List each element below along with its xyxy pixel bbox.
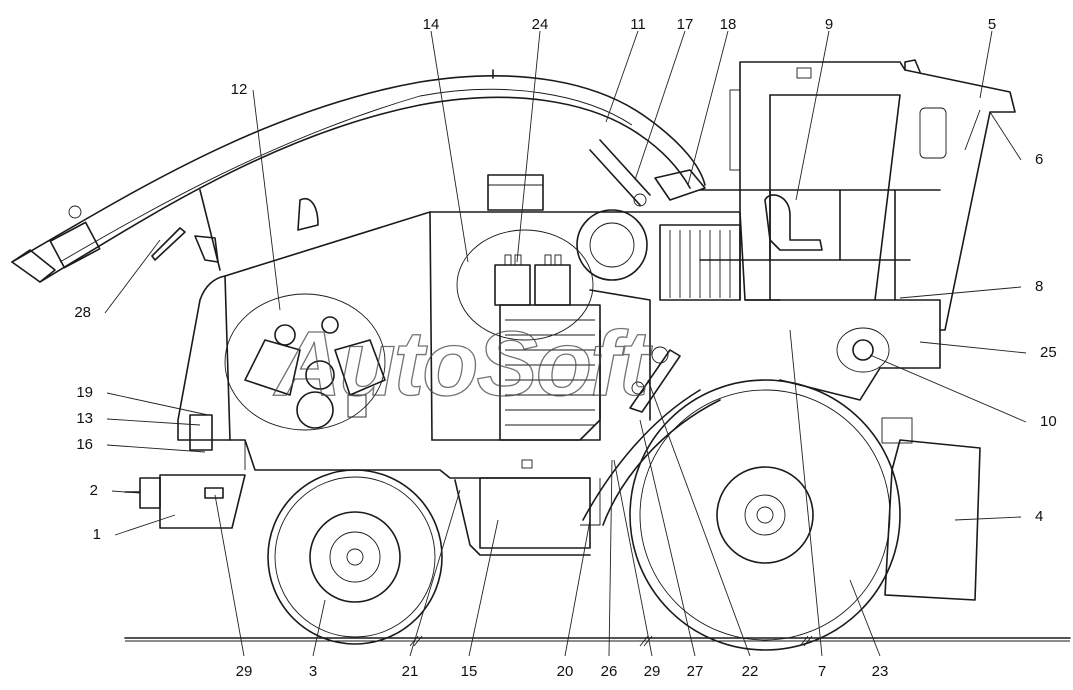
callout-label-c27: 27 — [687, 663, 704, 680]
leader-line-c25 — [919, 341, 1027, 354]
callout-label-c23: 23 — [872, 663, 889, 680]
leader-line-c6 — [989, 111, 1022, 161]
leader-line-c22 — [647, 379, 751, 657]
leader-line-c17 — [634, 30, 686, 181]
callout-label-c15: 15 — [461, 663, 478, 680]
leader-line-c13 — [106, 418, 201, 426]
leader-line-c29b — [613, 459, 653, 657]
callout-label-c7: 7 — [818, 663, 826, 680]
leader-line-c9 — [795, 30, 830, 201]
cab-sensor — [836, 327, 890, 373]
battery-group — [456, 229, 594, 341]
callout-label-c10: 10 — [1040, 413, 1057, 430]
callout-label-c29b: 29 — [644, 663, 661, 680]
leader-line-c18 — [687, 30, 729, 186]
callout-label-c20: 20 — [557, 663, 574, 680]
callout-label-c1: 1 — [93, 526, 101, 543]
watermark-text: AutoSoft — [273, 313, 653, 415]
front-wheel — [267, 469, 443, 645]
leader-line-c4 — [954, 516, 1022, 521]
callout-label-c6: 6 — [1035, 151, 1043, 168]
leader-line-c2 — [111, 490, 141, 494]
leader-line-c14 — [430, 30, 469, 263]
leader-line-c20 — [564, 519, 591, 657]
front-hitch — [124, 414, 246, 529]
callout-label-c26: 26 — [601, 663, 618, 680]
leader-line-c11 — [605, 30, 639, 123]
leader-line-c7 — [789, 329, 823, 657]
leader-line-c12 — [252, 89, 281, 311]
callout-label-c19: 19 — [76, 384, 93, 401]
leader-line-c21 — [409, 489, 461, 657]
callout-label-c12: 12 — [231, 81, 248, 98]
callout-label-c22: 22 — [742, 663, 759, 680]
leader-line-c16 — [106, 444, 206, 453]
callout-label-c4: 4 — [1035, 508, 1043, 525]
leader-line-c29a — [214, 494, 245, 657]
leader-line-c28 — [104, 239, 161, 314]
callout-label-c21: 21 — [402, 663, 419, 680]
callout-label-c24: 24 — [532, 16, 549, 33]
ground-line — [124, 635, 1071, 647]
callout-label-c25: 25 — [1040, 344, 1057, 361]
leader-line-c19 — [106, 392, 209, 416]
cab — [699, 59, 1016, 331]
callout-label-c18: 18 — [720, 16, 737, 33]
leader-line-c24 — [516, 30, 541, 263]
callout-label-c3: 3 — [309, 663, 317, 680]
callout-label-c13: 13 — [76, 410, 93, 427]
discharge-spout — [11, 69, 706, 283]
callout-label-c14: 14 — [423, 16, 440, 33]
leader-line-c26 — [608, 459, 613, 657]
callout-label-c29a: 29 — [236, 663, 253, 680]
leader-line-c23 — [849, 579, 881, 657]
callout-label-c2: 2 — [90, 482, 98, 499]
rear-counterweight — [881, 417, 981, 601]
leader-lines — [104, 30, 1027, 657]
leader-line-c5 — [979, 30, 993, 99]
hydraulic-cylinders — [629, 346, 681, 413]
callout-label-c8: 8 — [1035, 278, 1043, 295]
callout-label-c11: 11 — [630, 16, 646, 33]
callout-label-c17: 17 — [677, 16, 694, 33]
leader-line-c15 — [468, 519, 499, 657]
rear-wheel — [629, 379, 901, 651]
callout-label-c9: 9 — [825, 16, 833, 33]
callout-label-c5: 5 — [988, 16, 996, 33]
leader-line-c1 — [114, 514, 176, 536]
leader-line-c27 — [639, 419, 696, 657]
leader-line-c10 — [869, 354, 1027, 423]
leader-line-c8 — [899, 286, 1022, 299]
engine-assembly — [224, 293, 386, 431]
leader-line-c3 — [312, 599, 326, 657]
callout-label-c28: 28 — [74, 304, 91, 321]
callout-label-c16: 16 — [76, 436, 93, 453]
